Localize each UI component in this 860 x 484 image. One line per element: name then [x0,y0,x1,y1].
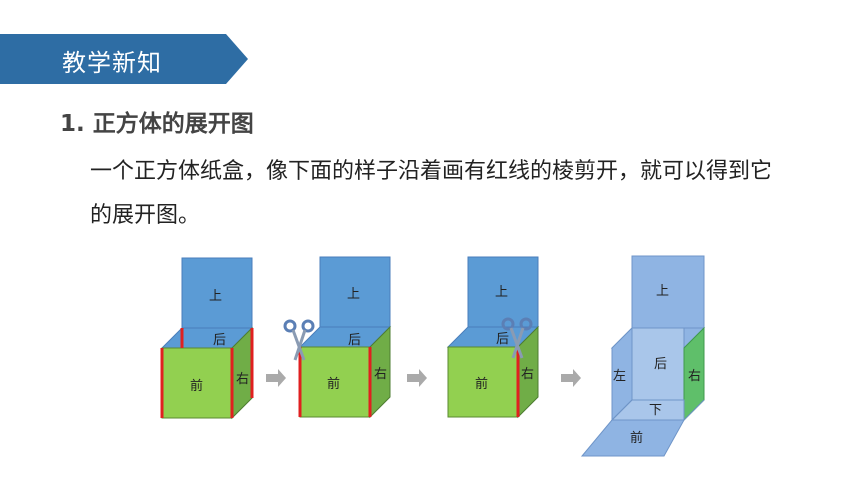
scissors-icon [283,319,315,361]
cube3-top-face [467,256,539,328]
net-label-left: 左 [613,369,626,384]
title-banner: 教学新知 [0,34,248,84]
cube1-label-top: 上 [209,289,222,304]
net-edge-line [611,399,633,421]
net-label-right: 右 [688,369,701,384]
cube2-label-front: 前 [327,376,340,392]
cube2-label-right: 右 [374,367,387,382]
banner-title: 教学新知 [62,49,162,77]
net-label-top: 上 [656,284,669,299]
cube3-label-top: 上 [495,285,508,300]
cube3-label-right: 右 [521,367,534,382]
cube-3: 上 后 前 右 [446,256,540,419]
cube1-front-face [161,347,233,419]
net-label-front: 前 [630,430,643,446]
cube2-top-face [319,256,391,328]
net-label-bottom: 下 [649,403,662,418]
arrow-right-icon [266,369,286,387]
net-front-face [580,419,685,457]
cube3-label-back: 后 [496,332,509,347]
arrow-right-icon [561,369,581,387]
arrow-right-icon [407,369,427,387]
cube-2: 上 后 前 右 [283,256,392,419]
net-top-face [631,255,705,329]
cube1-label-front: 前 [190,378,203,394]
cube-1: 上 后 前 右 [160,257,254,420]
net-edge-line [683,399,705,421]
unfolded-net: 上 后 左 右 下 前 [580,255,706,457]
cube2-label-back: 后 [348,333,361,348]
section-paragraph: 一个正方体纸盒，像下面的样子沿着画有红线的棱剪开，就可以得到它的展开图。 [90,159,773,228]
section-heading: 1. 正方体的展开图 [60,111,254,137]
cube1-label-right: 右 [236,372,249,387]
cube1-label-back: 后 [213,333,226,348]
net-back-face [631,327,685,401]
cube2-front-face [299,346,371,418]
cube3-label-front: 前 [475,376,488,392]
net-label-back: 后 [654,357,667,372]
cube2-label-top: 上 [347,287,360,302]
cube1-top-face [181,257,253,329]
scissors-icon [501,317,533,359]
